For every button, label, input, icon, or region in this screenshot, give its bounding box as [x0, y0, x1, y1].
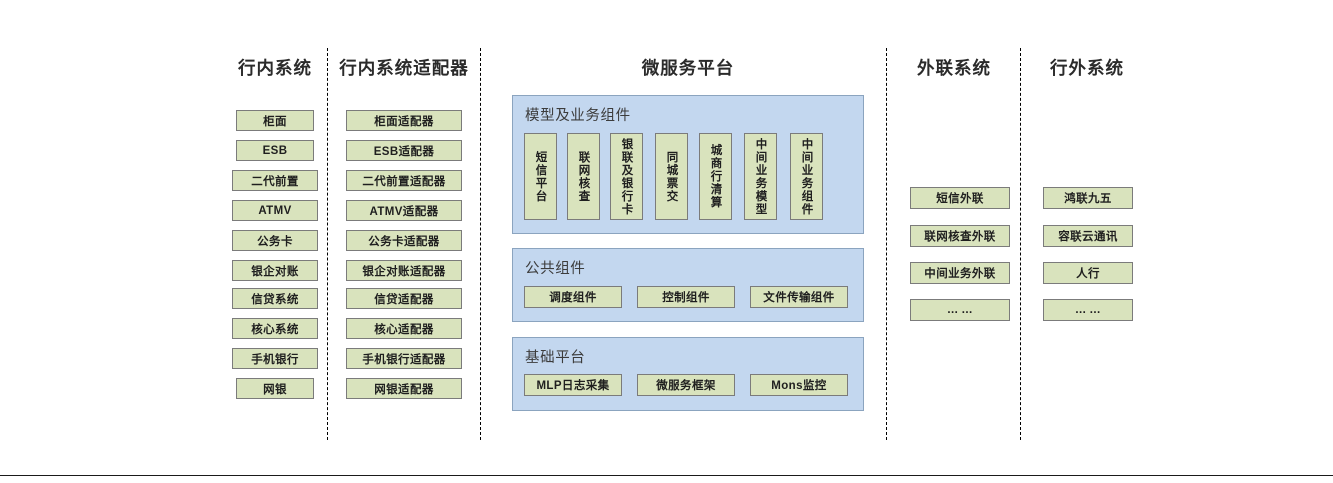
- column-title-platform: 微服务平台: [641, 58, 735, 78]
- node-business-2[interactable]: 联网核查: [567, 133, 600, 220]
- node-inbank-adapter-8[interactable]: 核心适配器: [346, 318, 462, 339]
- panel-title-business-components: 模型及业务组件: [525, 108, 631, 124]
- node-inbank-1[interactable]: 柜面: [236, 110, 314, 131]
- node-external-1[interactable]: 短信外联: [910, 187, 1010, 209]
- bottom-divider: [0, 475, 1333, 476]
- node-inbank-adapter-10[interactable]: 网银适配器: [346, 378, 462, 399]
- panel-public-components: 公共组件: [512, 248, 864, 322]
- node-inbank-5[interactable]: 公务卡: [232, 230, 318, 251]
- node-base-2[interactable]: 微服务框架: [637, 374, 735, 396]
- node-inbank-adapter-3[interactable]: 二代前置适配器: [346, 170, 462, 191]
- column-divider-3: [886, 48, 887, 440]
- node-outbank-4[interactable]: ... ...: [1043, 299, 1133, 321]
- node-external-3[interactable]: 中间业务外联: [910, 262, 1010, 284]
- node-inbank-10[interactable]: 网银: [236, 378, 314, 399]
- node-inbank-adapter-9[interactable]: 手机银行适配器: [346, 348, 462, 369]
- panel-title-public-components: 公共组件: [525, 261, 586, 277]
- node-public-2[interactable]: 控制组件: [637, 286, 735, 308]
- node-inbank-7[interactable]: 信贷系统: [232, 288, 318, 309]
- node-inbank-4[interactable]: ATMV: [232, 200, 318, 221]
- node-business-6[interactable]: 中间业务模型: [744, 133, 777, 220]
- node-business-3[interactable]: 银联及银行卡: [610, 133, 643, 220]
- node-outbank-3[interactable]: 人行: [1043, 262, 1133, 284]
- node-base-3[interactable]: Mons监控: [750, 374, 848, 396]
- column-title-inbank-adapter: 行内系统适配器: [339, 58, 469, 78]
- node-inbank-9[interactable]: 手机银行: [232, 348, 318, 369]
- node-outbank-1[interactable]: 鸿联九五: [1043, 187, 1133, 209]
- node-inbank-adapter-1[interactable]: 柜面适配器: [346, 110, 462, 131]
- node-inbank-adapter-5[interactable]: 公务卡适配器: [346, 230, 462, 251]
- node-outbank-2[interactable]: 容联云通讯: [1043, 225, 1133, 247]
- node-business-5[interactable]: 城商行清算: [699, 133, 732, 220]
- node-base-1[interactable]: MLP日志采集: [524, 374, 622, 396]
- column-divider-2: [480, 48, 481, 440]
- node-inbank-3[interactable]: 二代前置: [232, 170, 318, 191]
- node-business-7[interactable]: 中间业务组件: [790, 133, 823, 220]
- column-title-external-link: 外联系统: [917, 58, 991, 78]
- node-inbank-adapter-4[interactable]: ATMV适配器: [346, 200, 462, 221]
- node-inbank-2[interactable]: ESB: [236, 140, 314, 161]
- node-external-2[interactable]: 联网核查外联: [910, 225, 1010, 247]
- node-inbank-adapter-7[interactable]: 信贷适配器: [346, 288, 462, 309]
- column-title-outbank: 行外系统: [1050, 58, 1124, 78]
- column-title-inbank: 行内系统: [238, 58, 312, 78]
- column-divider-4: [1020, 48, 1021, 440]
- node-inbank-adapter-2[interactable]: ESB适配器: [346, 140, 462, 161]
- node-external-4[interactable]: ... ...: [910, 299, 1010, 321]
- node-inbank-adapter-6[interactable]: 银企对账适配器: [346, 260, 462, 281]
- node-public-1[interactable]: 调度组件: [524, 286, 622, 308]
- node-inbank-8[interactable]: 核心系统: [232, 318, 318, 339]
- node-business-4[interactable]: 同城票交: [655, 133, 688, 220]
- node-business-1[interactable]: 短信平台: [524, 133, 557, 220]
- column-divider-1: [327, 48, 328, 440]
- panel-title-base-platform: 基础平台: [525, 350, 586, 366]
- node-public-3[interactable]: 文件传输组件: [750, 286, 848, 308]
- node-inbank-6[interactable]: 银企对账: [232, 260, 318, 281]
